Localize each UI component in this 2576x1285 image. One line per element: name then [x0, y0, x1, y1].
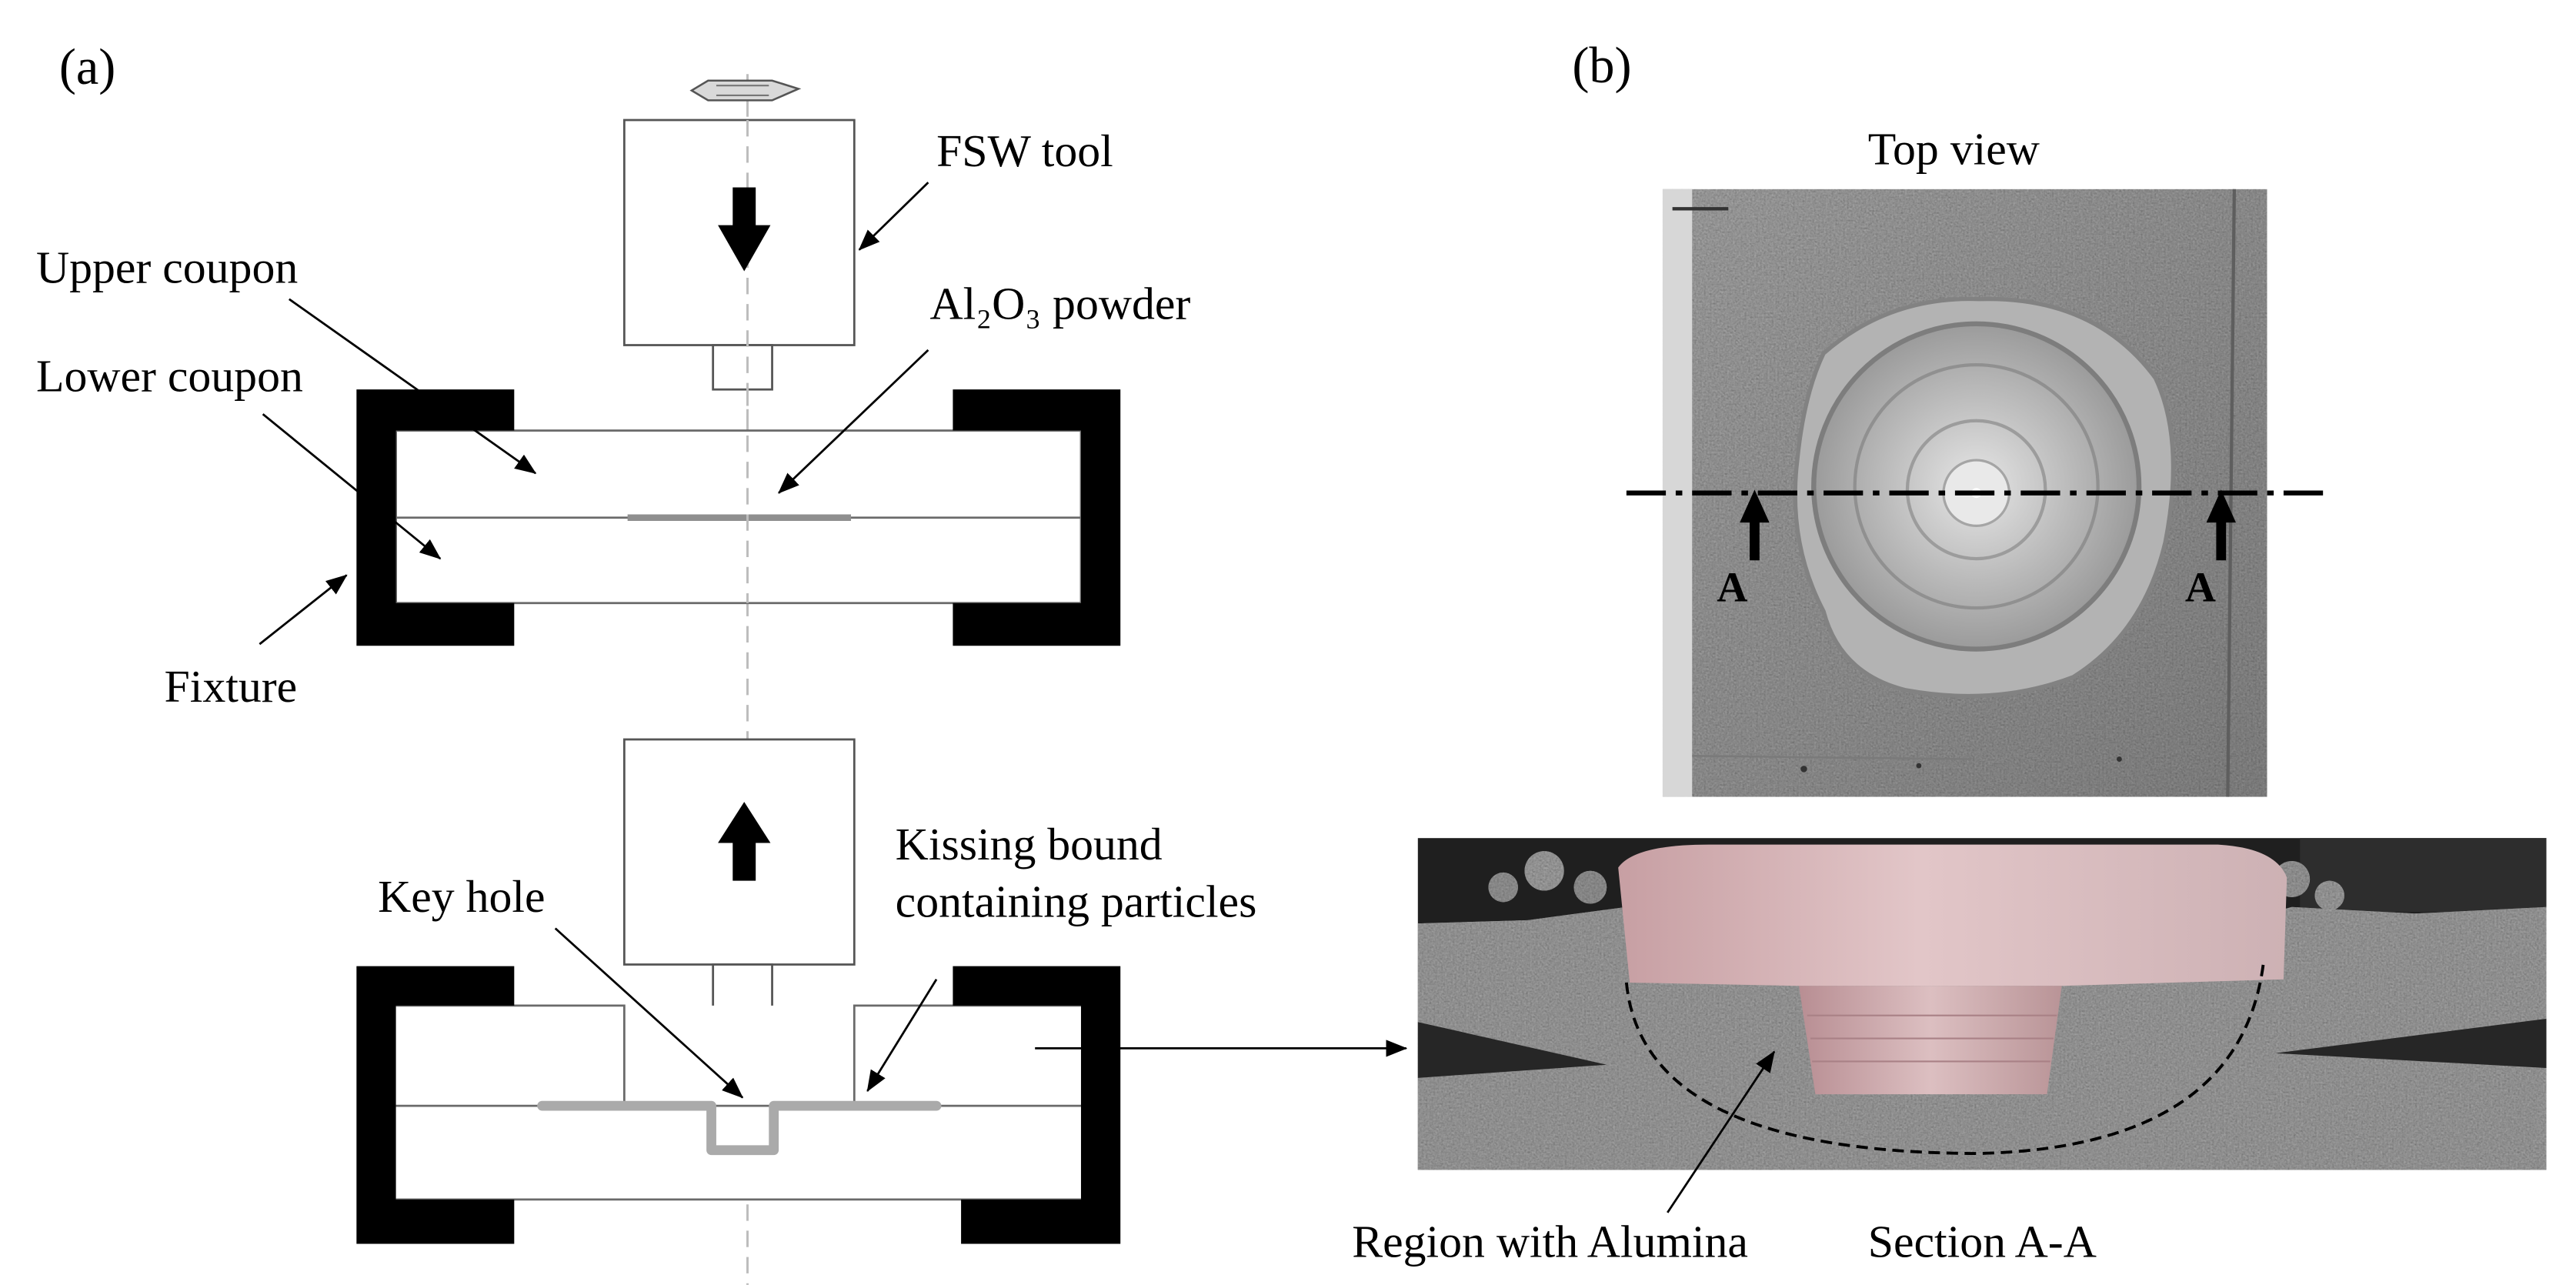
section-arrow-left-icon [1740, 489, 1770, 561]
section-marker-left: A [1717, 565, 1747, 612]
plunge-down-arrow-icon [718, 187, 771, 272]
fixture-left [356, 389, 515, 646]
label-region-with-alumina: Region with Alumina [1352, 1217, 1748, 1267]
leader-lower-coupon [262, 413, 442, 560]
tool-pin-remnant [1799, 986, 2062, 1095]
tool-pin-retract [712, 963, 773, 1009]
label-key-hole: Key hole [378, 871, 545, 922]
section-marker-right: A [2185, 565, 2216, 612]
panel-b-label: (b) [1572, 38, 1631, 94]
leader-al2o3-powder [778, 349, 929, 494]
tool-holder-sketch [689, 79, 802, 102]
stir-zone-boundary [1624, 959, 2266, 1155]
label-al2o3-powder: Al₂O₃ powder [930, 278, 1191, 329]
leader-fsw-tool [858, 182, 929, 251]
panel-a-label: (a) [59, 39, 115, 95]
coupons-before-welding [395, 429, 1083, 605]
left-interface-slit [1417, 1022, 1607, 1078]
section-arrow-right-icon [2206, 489, 2237, 561]
label-section-a-a: Section A-A [1868, 1217, 2097, 1267]
leader-key-hole [554, 927, 744, 1099]
tool-pin [712, 344, 773, 391]
label-kissing-bound-line1: Kissing bound [896, 819, 1163, 869]
right-interface-slit [2275, 1018, 2547, 1069]
leader-kissing-bound [866, 978, 938, 1093]
label-lower-coupon: Lower coupon [36, 350, 303, 401]
label-kissing-bound-line2: containing particles [896, 876, 1257, 927]
label-upper-coupon: Upper coupon [36, 242, 298, 292]
cross-section-photo [1417, 838, 2547, 1170]
tool-shoulder-remnant [1618, 844, 2287, 986]
leader-upper-coupon [288, 298, 537, 475]
coupons-after-welding [395, 1004, 1081, 1201]
leader-fixture [259, 574, 348, 646]
retract-up-arrow-icon [718, 802, 771, 881]
label-top-view: Top view [1868, 124, 2040, 175]
fixture-right [953, 389, 1121, 646]
label-fixture: Fixture [165, 661, 298, 712]
keyhole-bond-layer [537, 1100, 942, 1156]
fixture-right-after [953, 966, 1121, 1244]
label-fsw-tool: FSW tool [936, 125, 1113, 176]
leader-region-with-alumina [1667, 1050, 1776, 1213]
fixture-left-after [356, 966, 515, 1244]
